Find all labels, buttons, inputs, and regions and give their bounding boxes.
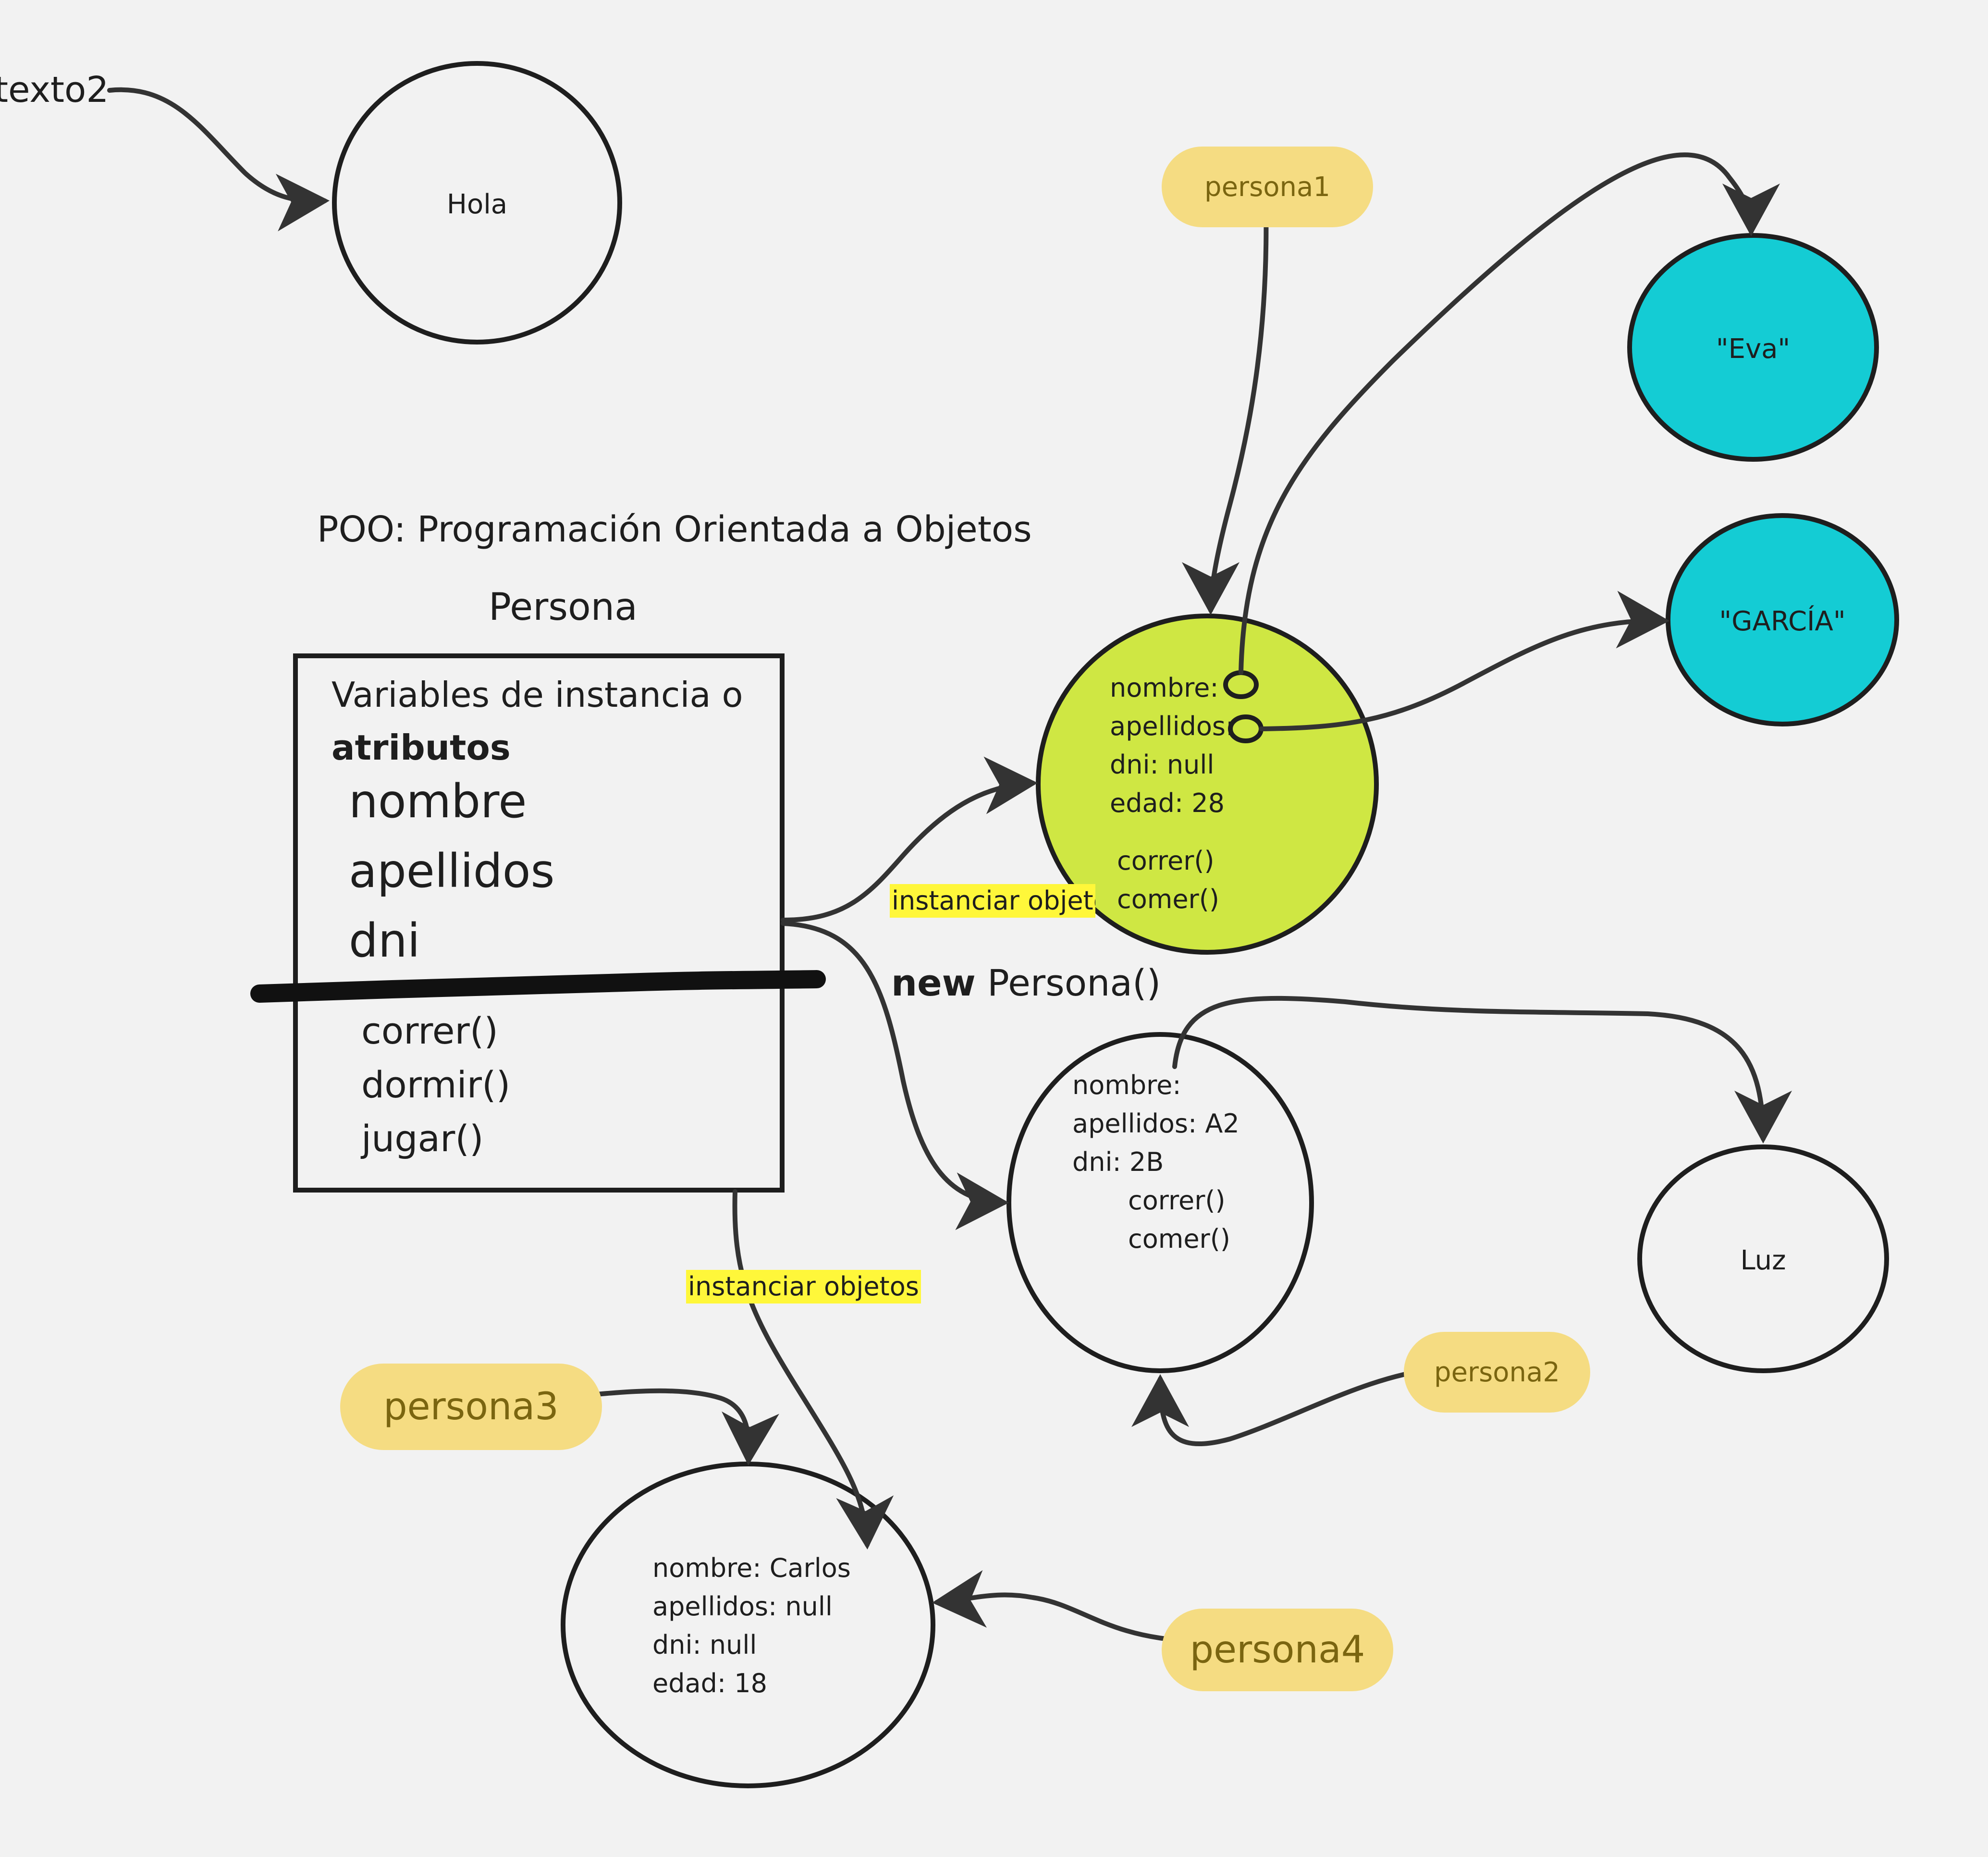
object3-field-edad: edad: 18: [652, 1668, 767, 1698]
arrow-persona4-object3: [932, 1570, 1189, 1643]
object1-method-correr: correr(): [1117, 846, 1215, 876]
texto2-label: texto2: [0, 69, 109, 111]
method-correr: correr(): [361, 1009, 499, 1052]
arrow-texto2-hola: [107, 87, 330, 232]
persona2-object[interactable]: [1006, 1032, 1314, 1373]
attribute-nombre: nombre: [349, 775, 527, 828]
object3-field-dni: dni: null: [652, 1630, 757, 1660]
object2-field-apellidos: apellidos: A2: [1072, 1108, 1239, 1139]
persona1-object[interactable]: [1036, 614, 1379, 955]
eva-label: "Eva": [1716, 333, 1791, 365]
attributes-heading: Variables de instancia o: [331, 675, 743, 715]
garcia-label: "GARCÍA": [1719, 605, 1846, 637]
hola-string-object[interactable]: [332, 61, 622, 344]
instanciar-objetos-label-1: instanciar objetos: [890, 884, 1095, 918]
new-keyword: new Persona(): [891, 965, 1161, 1001]
class-name: Persona: [489, 586, 638, 629]
arrow-class-object1: [781, 756, 1038, 922]
object3-field-apellidos: apellidos: null: [652, 1591, 833, 1622]
arrow-class-object3: [732, 1189, 894, 1550]
attributes-heading-bold: atributos: [331, 727, 511, 768]
persona1-ref-tag[interactable]: persona1: [1162, 147, 1373, 227]
persona2-ref-tag[interactable]: persona2: [1404, 1332, 1590, 1413]
arrow-class-object2: [781, 921, 1009, 1230]
arrow-persona3-object3: [557, 1388, 779, 1465]
method-dormir: dormir(): [361, 1063, 511, 1106]
luz-string-object[interactable]: [1637, 1144, 1889, 1373]
object1-field-apellidos: apellidos:: [1110, 711, 1235, 741]
persona3-object[interactable]: [561, 1462, 935, 1788]
attribute-dni: dni: [349, 914, 420, 968]
hola-label: Hola: [446, 188, 508, 220]
arrow-nombre-eva: [1239, 152, 1780, 675]
method-jugar: jugar(): [361, 1117, 484, 1160]
luz-label: Luz: [1740, 1244, 1786, 1276]
persona3-ref-tag[interactable]: persona3: [340, 1364, 602, 1450]
object2-method-comer: comer(): [1128, 1224, 1230, 1254]
object2-field-dni: dni: 2B: [1072, 1147, 1164, 1177]
object2-field-nombre: nombre:: [1072, 1070, 1181, 1100]
page-title: POO: Programación Orientada a Objetos: [317, 509, 1032, 550]
object3-field-nombre: nombre: Carlos: [652, 1553, 851, 1583]
object2-method-correr: correr(): [1128, 1185, 1226, 1216]
object1-field-dni: dni: null: [1110, 750, 1215, 780]
object1-field-edad: edad: 28: [1110, 788, 1225, 818]
attribute-apellidos: apellidos: [349, 844, 555, 898]
new-call: Persona(): [987, 961, 1161, 1004]
object1-method-comer: comer(): [1117, 884, 1219, 914]
new-keyword-bold: new: [891, 961, 976, 1004]
object1-field-nombre: nombre:: [1110, 673, 1219, 703]
instanciar-objetos-label-2: instanciar objetos: [686, 1270, 921, 1304]
arrow-nombre2-luz: [1172, 996, 1792, 1144]
arrow-persona1-object1: [1182, 203, 1269, 615]
arrow-persona2-object2: [1131, 1366, 1444, 1446]
separator-stroke: [250, 970, 826, 1003]
arrow-apellidos-garcia: [1259, 590, 1669, 731]
persona4-ref-tag[interactable]: persona4: [1162, 1609, 1393, 1691]
